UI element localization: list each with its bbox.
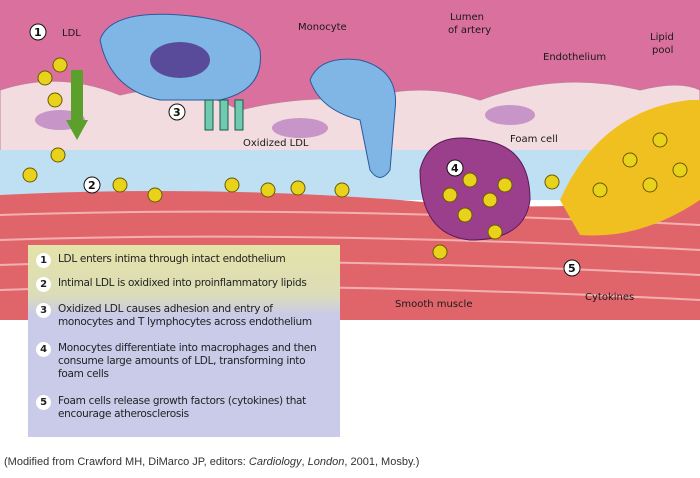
- label-foam-cell: Foam cell: [510, 134, 558, 145]
- migrating-monocyte: [309, 58, 397, 178]
- source-caption: (Modified from Crawford MH, DiMarco JP, …: [4, 456, 420, 468]
- foam-cell: [419, 137, 531, 241]
- legend-text: Foam cells release growth factors (cytok…: [58, 395, 306, 420]
- legend-number: 1: [36, 253, 51, 268]
- lipid-pool: [560, 100, 700, 236]
- legend-number: 4: [36, 342, 51, 357]
- legend-box: 1 LDL enters intima through intact endoth…: [28, 245, 340, 437]
- label-monocyte: Monocyte: [298, 22, 347, 33]
- legend-item: 5 Foam cells release growth factors (cyto…: [36, 395, 306, 421]
- legend-item: 1 LDL enters intima through intact endoth…: [36, 253, 286, 268]
- marker-2: 2: [88, 179, 96, 192]
- ldl-particles: [22, 57, 688, 260]
- label-lumen-1: Lumen: [450, 12, 484, 23]
- legend-text: Monocytes differentiate into macrophages…: [58, 342, 317, 380]
- arrow-icon: [66, 120, 88, 140]
- legend-text: Intimal LDL is oxidixed into proinflamma…: [58, 277, 307, 289]
- label-endothelium: Endothelium: [543, 52, 606, 63]
- legend-text: LDL enters intima through intact endothe…: [58, 253, 286, 265]
- label-lumen-2: of artery: [448, 25, 491, 36]
- legend-number: 5: [36, 395, 51, 410]
- legend-number: 2: [36, 277, 51, 292]
- marker-5: 5: [568, 262, 576, 275]
- label-cytokines: Cytokines: [585, 292, 634, 303]
- marker-4: 4: [451, 162, 459, 175]
- label-lipid-2: pool: [652, 45, 673, 56]
- legend-number: 3: [36, 303, 51, 318]
- legend-item: 2 Intimal LDL is oxidixed into proinflamm…: [36, 277, 307, 292]
- marker-3: 3: [173, 106, 181, 119]
- legend-item: 3 Oxidized LDL causes adhesion and entry …: [36, 303, 312, 329]
- legend-text: Oxidized LDL causes adhesion and entry o…: [58, 303, 312, 328]
- label-oxidized-ldl: Oxidized LDL: [243, 138, 309, 149]
- label-smooth-muscle: Smooth muscle: [395, 299, 472, 310]
- label-lipid-1: Lipid: [650, 32, 674, 43]
- marker-1: 1: [34, 26, 42, 39]
- label-ldl: LDL: [62, 28, 81, 39]
- legend-item: 4 Monocytes differentiate into macrophage…: [36, 342, 317, 381]
